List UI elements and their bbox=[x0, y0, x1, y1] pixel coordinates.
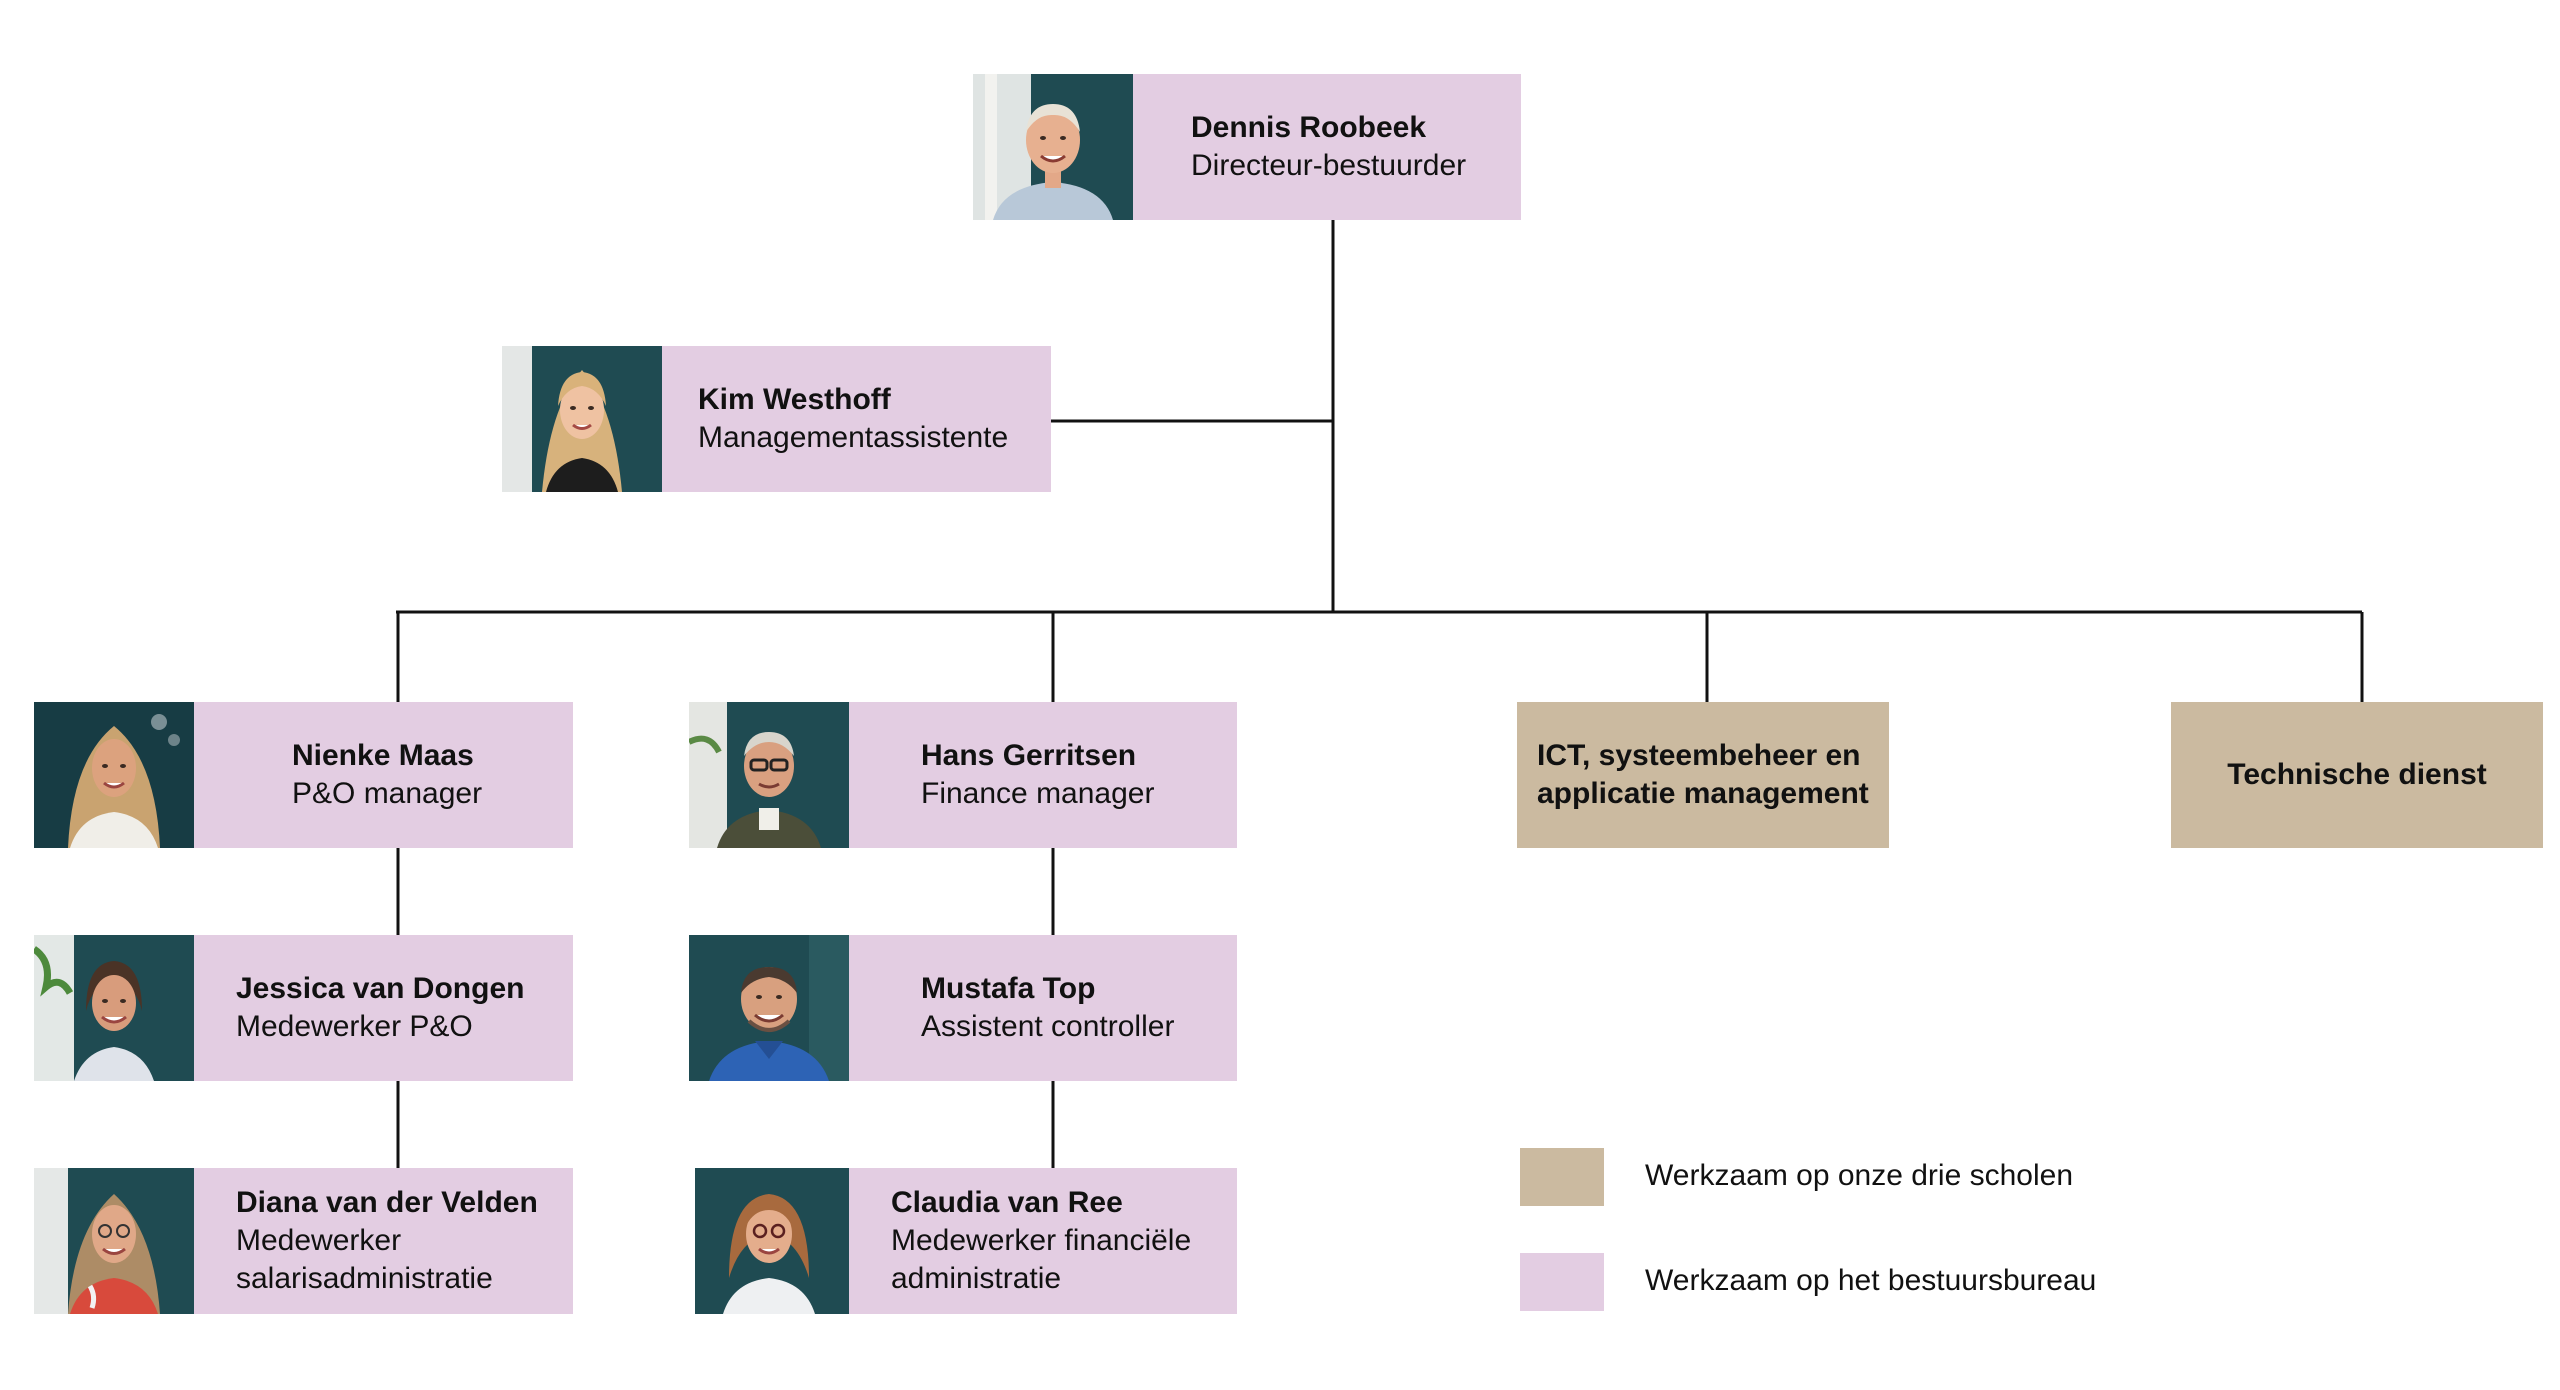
legend-schools-label: Werkzaam op onze drie scholen bbox=[1645, 1159, 2073, 1192]
finance-staff-2-box: Claudia van Ree Medewerker financiële ad… bbox=[849, 1168, 1237, 1314]
finance-staff-1-name: Mustafa Top bbox=[921, 972, 1096, 1005]
director-box: Dennis Roobeek Directeur-bestuurder bbox=[1133, 74, 1521, 220]
finance-manager-box: Hans Gerritsen Finance manager bbox=[849, 702, 1237, 848]
director-card: Dennis Roobeek Directeur-bestuurder bbox=[973, 74, 1521, 220]
hr-staff-2-role-line-2: salarisadministratie bbox=[236, 1262, 493, 1295]
hr-manager-name: Nienke Maas bbox=[292, 739, 474, 772]
director-role: Directeur-bestuurder bbox=[1191, 149, 1467, 182]
assistant-name: Kim Westhoff bbox=[698, 383, 891, 416]
hr-manager-photo bbox=[34, 702, 194, 848]
assistant-box: Kim Westhoff Managementassistente bbox=[662, 346, 1051, 492]
assistant-role: Managementassistente bbox=[698, 421, 1009, 454]
finance-staff-2-role-line-1: Medewerker financiële bbox=[891, 1224, 1192, 1257]
hr-staff-1-name: Jessica van Dongen bbox=[236, 972, 525, 1005]
legend-office-swatch bbox=[1520, 1253, 1604, 1311]
legend-schools-swatch bbox=[1520, 1148, 1604, 1206]
legend-office-label: Werkzaam op het bestuursbureau bbox=[1645, 1264, 2097, 1297]
finance-staff-2-name: Claudia van Ree bbox=[891, 1186, 1123, 1219]
hr-staff-2-photo bbox=[34, 1168, 194, 1314]
assistant-card: Kim Westhoff Managementassistente bbox=[502, 346, 1051, 492]
director-name: Dennis Roobeek bbox=[1191, 111, 1427, 144]
hr-staff-2-role-line-1: Medewerker bbox=[236, 1224, 402, 1257]
technical-department-label: Technische dienst bbox=[2227, 758, 2487, 791]
hr-staff-2-name: Diana van der Velden bbox=[236, 1186, 538, 1219]
assistant-photo bbox=[502, 346, 662, 492]
finance-manager-card: Hans Gerritsen Finance manager bbox=[689, 702, 1237, 848]
technical-department-box: Technische dienst bbox=[2171, 702, 2543, 848]
hr-staff-1-photo bbox=[34, 935, 194, 1081]
ict-department-box: ICT, systeembeheer en applicatie managem… bbox=[1517, 702, 1889, 848]
finance-staff-1-photo bbox=[689, 935, 849, 1081]
hr-staff-2-card: Diana van der Velden Medewerker salarisa… bbox=[34, 1168, 573, 1314]
hr-staff-2-box: Diana van der Velden Medewerker salarisa… bbox=[194, 1168, 573, 1314]
hr-manager-box: Nienke Maas P&O manager bbox=[194, 702, 573, 848]
finance-manager-role: Finance manager bbox=[921, 777, 1155, 810]
finance-staff-1-role: Assistent controller bbox=[921, 1010, 1175, 1043]
hr-manager-role: P&O manager bbox=[292, 777, 483, 810]
hr-manager-card: Nienke Maas P&O manager bbox=[34, 702, 573, 848]
finance-staff-2-photo bbox=[689, 1168, 849, 1314]
director-photo bbox=[973, 74, 1133, 220]
ict-department-label-line-1: ICT, systeembeheer en bbox=[1537, 739, 1861, 772]
finance-staff-1-box: Mustafa Top Assistent controller bbox=[849, 935, 1237, 1081]
hr-staff-1-card: Jessica van Dongen Medewerker P&O bbox=[34, 935, 573, 1081]
hr-staff-1-box: Jessica van Dongen Medewerker P&O bbox=[194, 935, 573, 1081]
finance-manager-name: Hans Gerritsen bbox=[921, 739, 1137, 772]
finance-staff-1-card: Mustafa Top Assistent controller bbox=[689, 935, 1237, 1081]
finance-staff-2-role-line-2: administratie bbox=[891, 1262, 1062, 1295]
ict-department-label-line-2: applicatie management bbox=[1537, 777, 1869, 810]
hr-staff-1-role: Medewerker P&O bbox=[236, 1010, 473, 1043]
finance-staff-2-card: Claudia van Ree Medewerker financiële ad… bbox=[689, 1168, 1237, 1314]
finance-manager-photo bbox=[689, 702, 849, 848]
